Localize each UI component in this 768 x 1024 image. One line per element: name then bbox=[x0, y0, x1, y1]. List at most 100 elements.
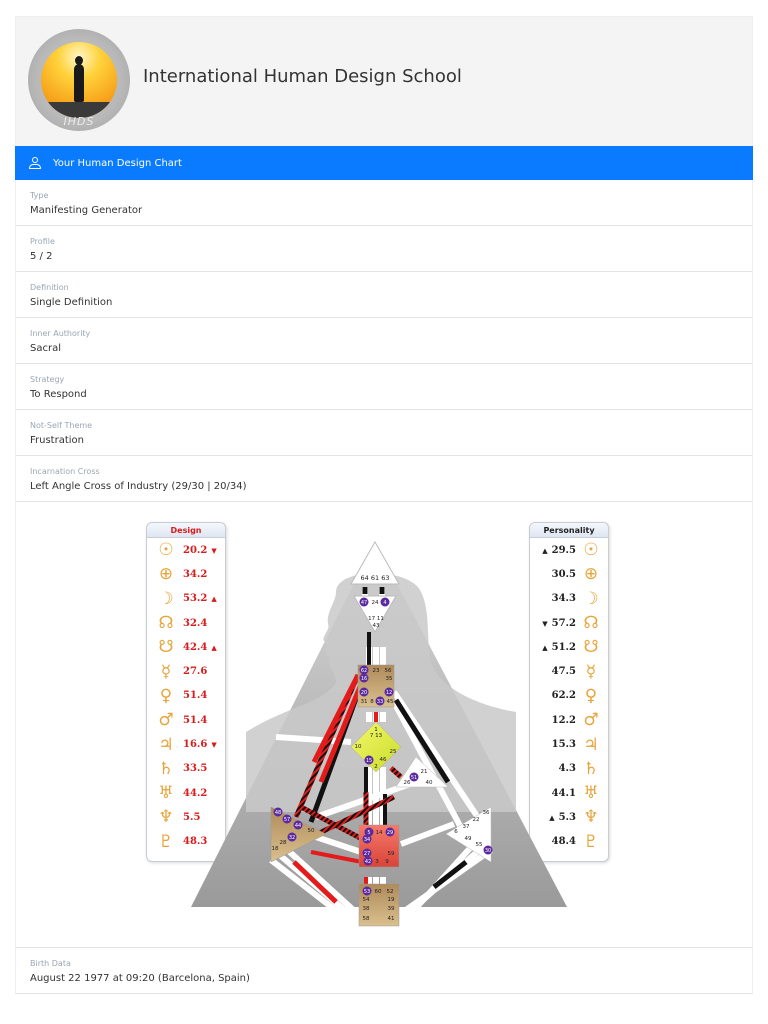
design-row-neptune: ♆ 5.5 bbox=[147, 805, 225, 829]
info-label: Strategy bbox=[30, 375, 65, 384]
svg-text:3: 3 bbox=[375, 859, 379, 865]
svg-text:34: 34 bbox=[364, 837, 370, 843]
venus-icon: ♀ bbox=[159, 685, 173, 706]
svg-text:43: 43 bbox=[373, 623, 380, 629]
gate-value: 12.2 bbox=[551, 714, 576, 726]
info-value: Frustration bbox=[30, 435, 84, 446]
svg-text:23: 23 bbox=[373, 668, 380, 674]
south-node-icon: ☋ bbox=[583, 637, 599, 658]
gate-value: 48.3 bbox=[183, 836, 208, 848]
svg-text:50: 50 bbox=[308, 828, 315, 834]
design-row-south-node: ☋42.4▲ bbox=[147, 635, 225, 659]
svg-text:56: 56 bbox=[385, 668, 392, 674]
gate-value: 51.4 bbox=[183, 690, 208, 702]
gate-value: 5.5 bbox=[183, 811, 201, 823]
svg-text:60: 60 bbox=[375, 889, 382, 895]
info-label: Type bbox=[30, 191, 49, 200]
heart-center bbox=[395, 756, 449, 788]
personality-row-north-node: ▼57.2☊ bbox=[530, 611, 608, 635]
gate-value: 42.4 bbox=[183, 641, 208, 653]
arrow-down-icon: ▼ bbox=[542, 618, 548, 628]
svg-text:8: 8 bbox=[370, 699, 374, 705]
svg-text:48: 48 bbox=[275, 810, 281, 816]
bodygraph-area: Design ☉20.2▼ ⊕34.2 ☽53.2▲ ☊32.4 ☋42.4▲ … bbox=[15, 502, 753, 948]
svg-text:37: 37 bbox=[463, 824, 470, 830]
birth-data-value: August 22 1977 at 09:20 (Barcelona, Spai… bbox=[30, 973, 250, 984]
personality-row-moon: 34.3 ☽ bbox=[530, 587, 608, 611]
info-value: 5 / 2 bbox=[30, 251, 53, 262]
svg-text:40: 40 bbox=[426, 780, 433, 786]
info-label: Inner Authority bbox=[30, 329, 91, 338]
gate-value: 48.4 bbox=[551, 836, 576, 848]
jupiter-icon: ♃ bbox=[158, 734, 174, 755]
birth-data-label: Birth Data bbox=[30, 959, 71, 968]
svg-text:26: 26 bbox=[404, 780, 411, 786]
personality-row-mercury: 47.5☿ bbox=[530, 659, 608, 683]
g-center bbox=[350, 721, 402, 773]
svg-text:21: 21 bbox=[421, 769, 428, 775]
svg-text:29: 29 bbox=[387, 830, 393, 836]
personality-panel-title: Personality bbox=[530, 523, 608, 538]
svg-text:20: 20 bbox=[361, 690, 367, 696]
gate-value: 4.3 bbox=[558, 763, 576, 775]
svg-text:31: 31 bbox=[361, 699, 368, 705]
svg-text:2: 2 bbox=[374, 764, 378, 770]
arrow-down-icon: ▼ bbox=[211, 740, 217, 750]
arrow-up-icon: ▲ bbox=[542, 642, 548, 652]
svg-text:55: 55 bbox=[476, 842, 483, 848]
mars-icon: ♂ bbox=[583, 710, 599, 731]
design-panel-title: Design bbox=[147, 523, 225, 538]
gate-value: 51.2 bbox=[551, 641, 576, 653]
info-value: To Respond bbox=[30, 389, 87, 400]
info-row-inner-authority: Inner Authority Sacral bbox=[16, 318, 752, 364]
svg-text:7 13: 7 13 bbox=[370, 733, 383, 739]
info-label: Incarnation Cross bbox=[30, 467, 100, 476]
pluto-icon: ♇ bbox=[583, 831, 599, 852]
svg-text:32: 32 bbox=[289, 835, 295, 841]
svg-text:9: 9 bbox=[385, 859, 389, 865]
neptune-icon: ♆ bbox=[158, 807, 174, 828]
info-value: Single Definition bbox=[30, 297, 113, 308]
gate-value: 34.3 bbox=[551, 593, 576, 605]
svg-text:62: 62 bbox=[361, 668, 367, 674]
gate-value: 34.2 bbox=[183, 568, 208, 580]
info-value: Manifesting Generator bbox=[30, 205, 143, 216]
svg-text:45: 45 bbox=[387, 699, 394, 705]
uranus-icon: ♅ bbox=[158, 783, 174, 804]
logo-text: IHDS bbox=[63, 115, 95, 128]
user-icon bbox=[29, 157, 41, 169]
sun-icon: ☉ bbox=[583, 540, 599, 561]
svg-text:10: 10 bbox=[355, 744, 362, 750]
birth-data-row: Birth Data August 22 1977 at 09:20 (Barc… bbox=[15, 948, 753, 994]
ihds-logo[interactable]: IHDS bbox=[28, 29, 130, 131]
svg-text:24: 24 bbox=[372, 600, 379, 606]
arrow-up-icon: ▲ bbox=[542, 545, 548, 555]
north-node-icon: ☊ bbox=[583, 613, 599, 634]
info-row-strategy: Strategy To Respond bbox=[16, 364, 752, 410]
svg-text:59: 59 bbox=[388, 851, 395, 857]
personality-panel: Personality ▲29.5☉ 30.5⊕ 34.3☽ ▼57.2☊ ▲5… bbox=[529, 522, 609, 862]
design-panel: Design ☉20.2▼ ⊕34.2 ☽53.2▲ ☊32.4 ☋42.4▲ … bbox=[146, 522, 226, 862]
svg-text:30: 30 bbox=[485, 848, 491, 854]
design-row-venus: ♀ 51.4 bbox=[147, 684, 225, 708]
svg-text:46: 46 bbox=[380, 757, 387, 763]
svg-text:4: 4 bbox=[383, 600, 386, 606]
chart-properties: Type Manifesting Generator Profile 5 / 2… bbox=[15, 180, 753, 502]
mars-icon: ♂ bbox=[158, 710, 174, 731]
arrow-up-icon: ▲ bbox=[549, 812, 555, 822]
gate-value: 20.2 bbox=[183, 544, 208, 556]
solar-plexus-center bbox=[445, 806, 492, 863]
svg-text:44: 44 bbox=[295, 823, 301, 829]
personality-row-uranus: 44.1♅ bbox=[530, 781, 608, 805]
svg-text:41: 41 bbox=[388, 916, 395, 922]
head-center bbox=[350, 540, 400, 585]
moon-icon: ☽ bbox=[583, 588, 599, 609]
svg-text:28: 28 bbox=[280, 840, 287, 846]
design-row-jupiter: ♃16.6▼ bbox=[147, 732, 225, 756]
personality-row-earth: 30.5⊕ bbox=[530, 562, 608, 586]
arrow-up-icon: ▲ bbox=[211, 594, 217, 604]
design-row-mars: ♂51.4 bbox=[147, 708, 225, 732]
svg-text:18: 18 bbox=[272, 846, 279, 852]
personality-row-neptune: ▲5.3♆ bbox=[530, 805, 608, 829]
personality-row-saturn: 4.3♄ bbox=[530, 757, 608, 781]
